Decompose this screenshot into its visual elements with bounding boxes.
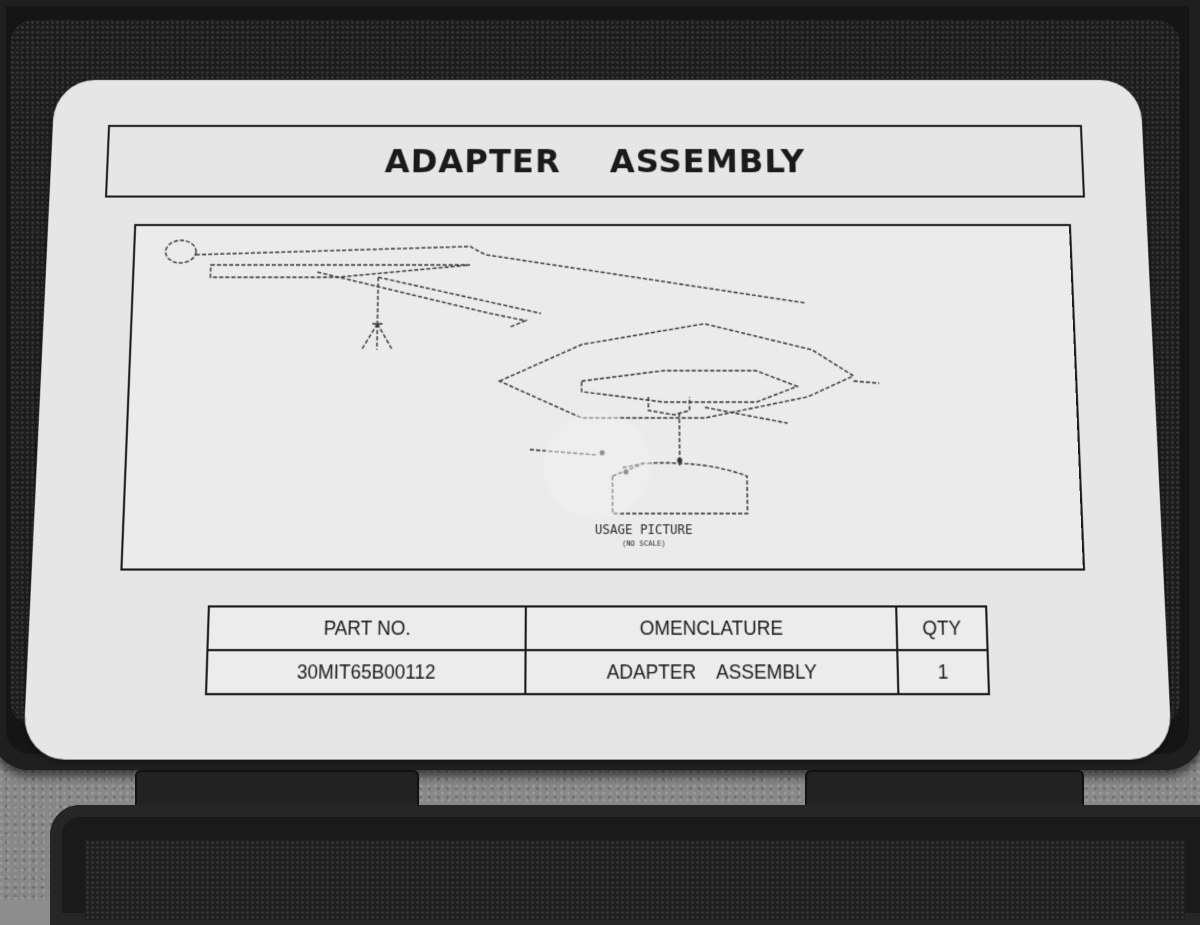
usage-drawing-sketch: [122, 226, 1087, 519]
cell-qty: 1: [897, 650, 989, 695]
cell-nomenclature: ADAPTER ASSEMBLY: [525, 650, 899, 695]
cell-part-no: 30MIT65B00112: [206, 650, 526, 695]
base-foam: [85, 840, 1185, 920]
label-title-box: ADAPTER ASSEMBLY: [104, 124, 1085, 198]
adapter-label-card: ADAPTER ASSEMBLY: [22, 80, 1173, 760]
usage-drawing: USAGE PICTURE (NO SCALE): [120, 224, 1087, 571]
header-qty: QTY: [896, 606, 988, 651]
table-row: 30MIT65B00112 ADAPTER ASSEMBLY 1: [206, 650, 989, 695]
parts-table: PART NO. OMENCLATURE QTY 30MIT65B00112 A…: [204, 605, 991, 696]
header-nomenclature: OMENCLATURE: [525, 606, 898, 651]
label-title: ADAPTER ASSEMBLY: [384, 141, 806, 181]
usage-picture-scale-note: (NO SCALE): [621, 539, 666, 548]
usage-picture-caption: USAGE PICTURE: [594, 522, 693, 538]
header-part-no: PART NO.: [207, 606, 527, 651]
parts-table-header-row: PART NO. OMENCLATURE QTY: [207, 606, 988, 651]
